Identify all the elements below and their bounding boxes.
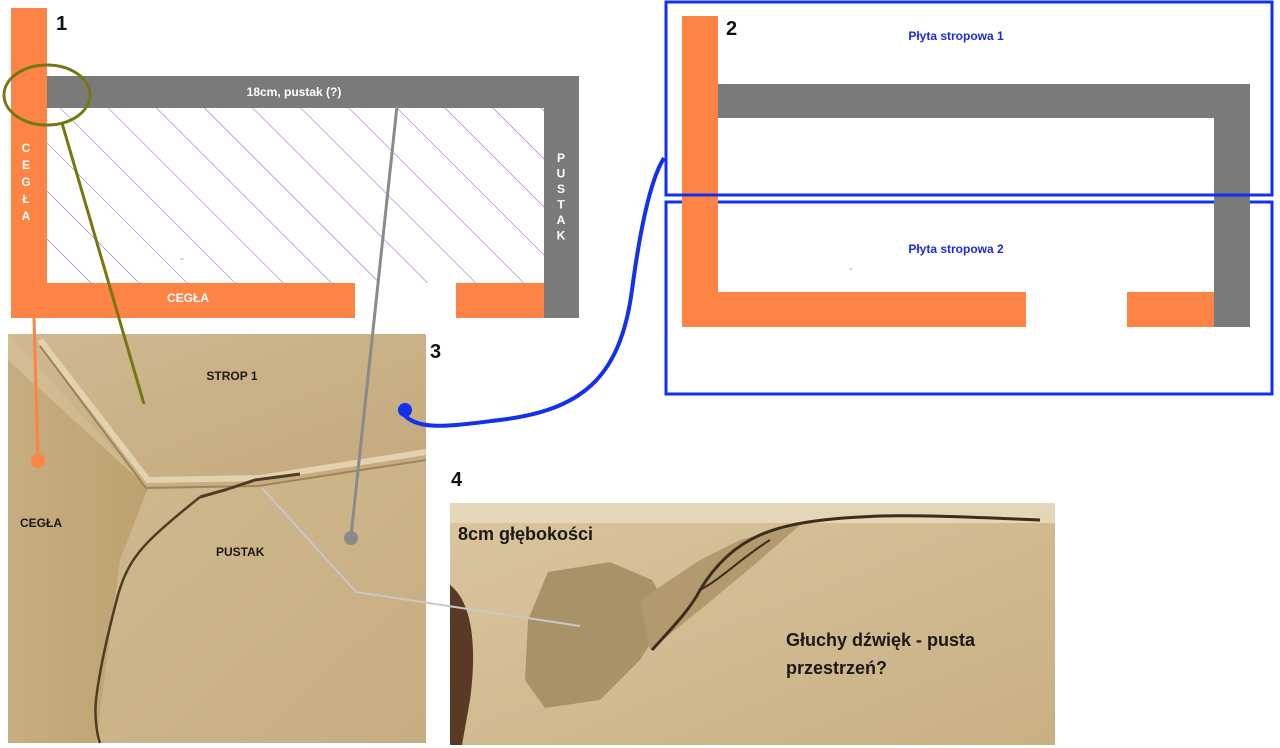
hollow-block-top: [47, 76, 579, 108]
photo-3-left-wall: [8, 360, 148, 743]
photo-4-exposed-block: [525, 562, 670, 708]
photo-3-pustak-label: PUSTAK: [216, 545, 265, 559]
crack-connector-line: [261, 487, 581, 627]
photo-3-cegla-label: CEGŁA: [20, 516, 62, 530]
p2-brick-bottom-right: [1127, 292, 1214, 327]
block-connector-dot: [344, 531, 358, 545]
p2-block-right: [1214, 84, 1250, 327]
bottom-brick-label: CEGŁA: [167, 291, 209, 305]
block-connector-line: [349, 105, 399, 537]
photo-3-corner-edge: [37, 338, 427, 484]
corner-highlight-ring: [2, 63, 92, 127]
hollow-block-right: [544, 76, 579, 318]
p2-brick-bottom: [682, 292, 1026, 327]
photo-3-crack: [94, 496, 201, 744]
photo-4-sound-line-2: przestrzeń?: [786, 658, 887, 678]
panel-number-1: 1: [56, 13, 67, 35]
panel-number-4: 4: [451, 469, 463, 491]
brick-bottom-right: [456, 283, 544, 318]
p2-block-top: [716, 84, 1250, 118]
photo-4-crack: [650, 514, 1041, 652]
photo-3-corner-shadow: [39, 345, 427, 490]
slab-1-label: Płyta stropowa 1: [908, 29, 1004, 43]
photo-4-ceiling-band: [450, 503, 1055, 523]
slab-connector-dot: [398, 403, 412, 417]
photo-3-strop-label: STROP 1: [206, 369, 257, 383]
brick-left-wall: [11, 8, 47, 283]
corner-connector-line: [60, 122, 146, 405]
slab-connector-curve: [400, 156, 666, 428]
brick-bottom-wall: [11, 283, 355, 318]
panel-4-photo: 8cm głębokości Głuchy dźwięk - pusta prz…: [450, 469, 1055, 745]
top-block-label: 18cm, pustak (?): [247, 85, 342, 99]
brick-connector-line: [32, 317, 40, 461]
photo-4-dark-object: [450, 585, 474, 745]
photo-3-crack-top: [199, 472, 301, 499]
brick-connector-dot: [31, 454, 45, 468]
slab-2-label: Płyta stropowa 2: [908, 242, 1004, 256]
panel-2-slabs: Płyta stropowa 1 Płyta stropowa 2 - 2: [664, 0, 1274, 396]
slab-2-frame: [664, 200, 1274, 396]
stray-dash: -: [180, 251, 184, 265]
slab-1-frame: [664, 0, 1274, 197]
photo-4-crack-branch: [699, 539, 771, 591]
photo-4-sound-line-1: Głuchy dźwięk - pusta: [786, 630, 976, 650]
photo-4-depth-label: 8cm głębokości: [458, 524, 593, 544]
photo-3-ceiling: [8, 334, 426, 488]
connectors: [31, 105, 666, 627]
stray-dash-2: -: [849, 261, 853, 275]
p2-brick-left: [682, 16, 718, 292]
hatched-void: [47, 108, 544, 283]
panel-number-2: 2: [726, 18, 737, 40]
panel-3-photo: STROP 1 CEGŁA PUSTAK 3: [8, 334, 441, 744]
panel-number-3: 3: [430, 341, 441, 363]
